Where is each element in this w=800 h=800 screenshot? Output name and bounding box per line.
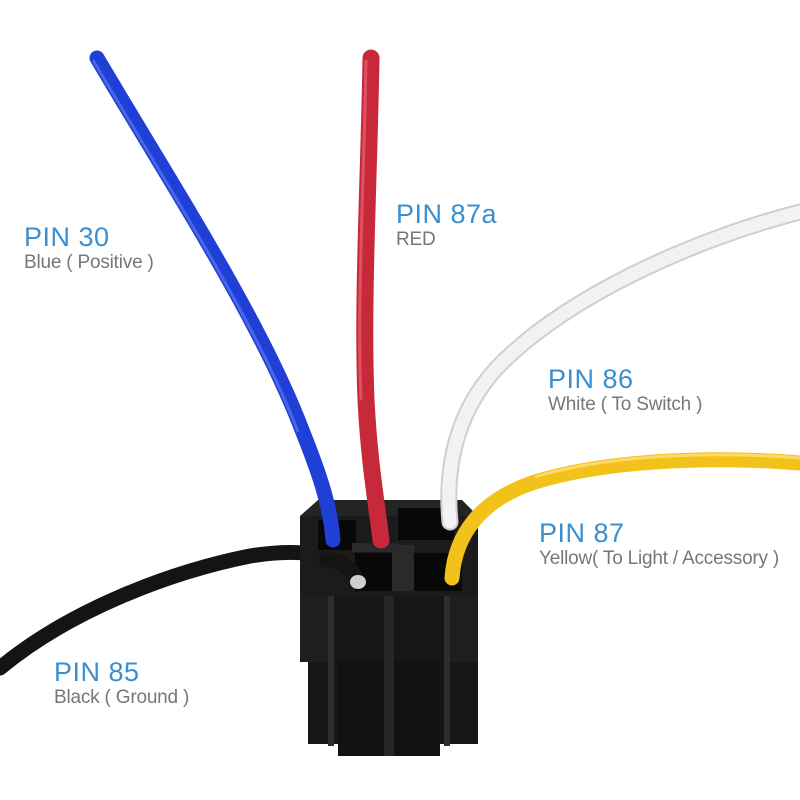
pin87a-callout: PIN 87a RED <box>396 199 497 251</box>
pin86-description: White ( To Switch ) <box>548 394 703 415</box>
pin85-callout: PIN 85 Black ( Ground ) <box>54 657 189 709</box>
pin87-description: Yellow( To Light / Accessory ) <box>539 548 780 569</box>
yellow-wire <box>444 452 800 586</box>
pin87-label: PIN 87 <box>539 518 625 548</box>
pin85-label: PIN 85 <box>54 657 140 687</box>
pin85-description: Black ( Ground ) <box>54 687 190 708</box>
pin30-callout: PIN 30 Blue ( Positive ) <box>24 222 154 274</box>
pin87a-label: PIN 87a <box>396 199 498 229</box>
black-wire <box>0 544 360 676</box>
pin86-label: PIN 86 <box>548 364 634 394</box>
pin87-callout: PIN 87 Yellow( To Light / Accessory ) <box>539 518 779 570</box>
blue-wire <box>89 50 341 548</box>
red-wire <box>356 49 390 549</box>
pin30-description: Blue ( Positive ) <box>24 252 154 273</box>
pin30-label: PIN 30 <box>24 222 110 252</box>
pin87a-description: RED <box>396 229 436 250</box>
pin86-callout: PIN 86 White ( To Switch ) <box>548 364 702 416</box>
